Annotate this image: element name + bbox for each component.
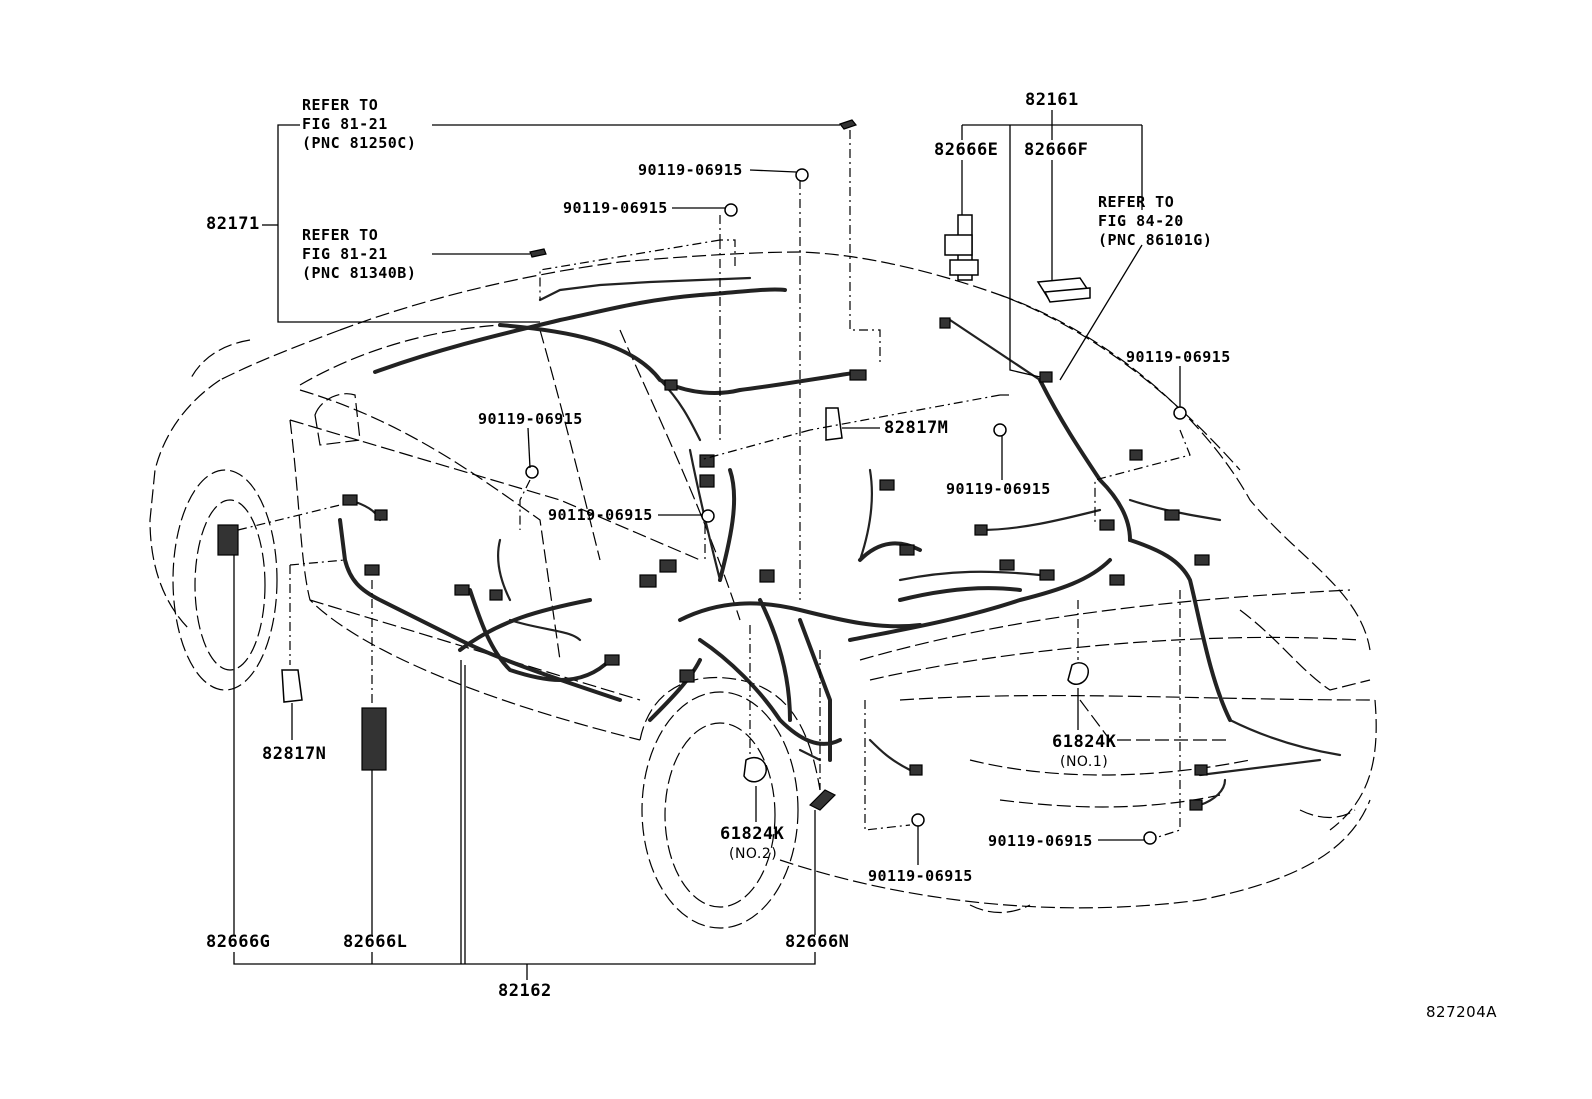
rear-left-harness [798,738,912,772]
part-82161: 82161 [1025,90,1079,110]
refer-mid-line3: (PNC 81340B) [302,264,417,282]
figure-id: 827204A [1426,1003,1498,1021]
bolt-label-8: 90119-06915 [988,832,1093,850]
refer-top-line3: (PNC 81250C) [302,134,417,152]
leader-lines [233,110,1181,980]
part-82171: 82171 [206,214,260,234]
part-82817M: 82817M [884,418,949,438]
refer-mid-line2: FIG 81-21 [302,245,388,263]
bolt-label-3: 90119-06915 [478,410,583,428]
roof-harness [373,276,862,442]
bolt-label-5: 90119-06915 [946,480,1051,498]
refer-top-line2: FIG 81-21 [302,115,388,133]
part-82162: 82162 [498,981,552,1001]
left-side-harness [338,498,622,702]
reference-lines [237,130,1191,839]
center-harness [648,448,922,762]
components [217,119,1187,845]
refer-mid-line1: REFER TO [302,226,379,244]
car-body-outline [149,251,1377,929]
part-82666N: 82666N [785,932,850,952]
part-82666G: 82666G [206,932,271,952]
refer-right-line3: (PNC 86101G) [1098,231,1213,249]
part-61824K-no2: 61824K [720,824,785,844]
bolt-label-1: 90119-06915 [638,161,743,179]
connectors [342,317,1210,811]
part-82817N: 82817N [262,744,327,764]
part-82666F: 82666F [1024,140,1089,160]
bolt-label-2: 90119-06915 [563,199,668,217]
rear-floor-harness [848,318,1342,807]
part-82666E: 82666E [934,140,999,160]
bolt-label-4: 90119-06915 [548,506,653,524]
part-82666L: 82666L [343,932,408,952]
part-61824K-no2-sub: (NO.2) [729,846,778,862]
bolt-label-7: 90119-06915 [868,867,973,885]
part-61824K-no1-sub: (NO.1) [1060,754,1109,770]
refer-right-line1: REFER TO [1098,193,1175,211]
part-61824K-no1: 61824K [1052,732,1117,752]
refer-top-line1: REFER TO [302,96,379,114]
bolt-label-6: 90119-06915 [1126,348,1231,366]
refer-right-line2: FIG 84-20 [1098,212,1184,230]
